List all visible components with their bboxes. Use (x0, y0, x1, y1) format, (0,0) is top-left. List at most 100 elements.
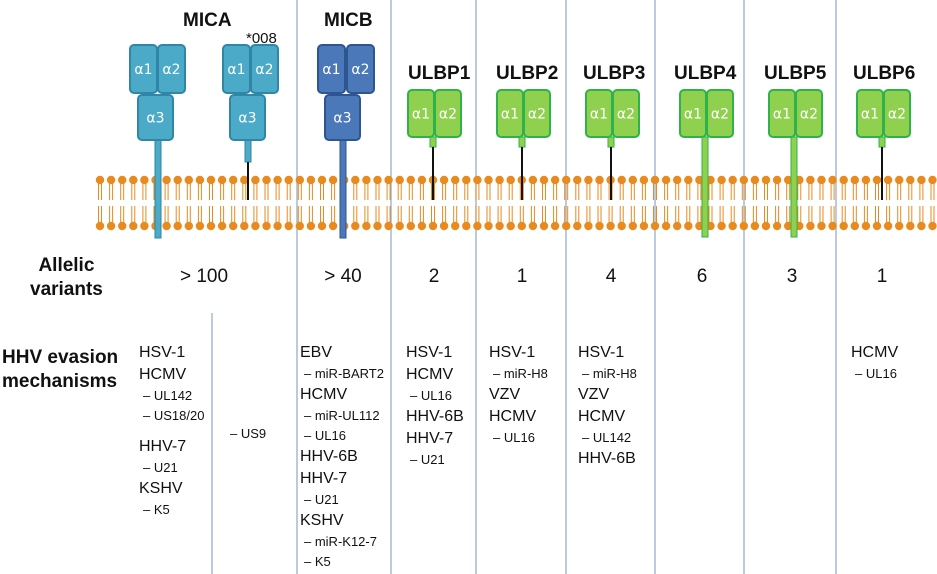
lipid-head (118, 221, 127, 231)
mechanism-virus: HHV-7 (406, 430, 454, 447)
lipid-head (806, 221, 815, 231)
lipid-head (206, 175, 216, 185)
lipid-head (173, 221, 182, 231)
mechanism-virus: HHV-6B (578, 450, 636, 467)
ulbp6-alpha2-domain-label: α2 (888, 107, 906, 123)
mechanism-virus: HSV-1 (139, 344, 186, 361)
lipid-head (573, 221, 582, 231)
lipid-head (328, 221, 338, 231)
lipid-head (106, 221, 116, 231)
allelic-variants-label: Allelic variants (30, 255, 103, 300)
lipid-head (828, 221, 837, 231)
lipid-head (872, 175, 882, 185)
lipid-head (95, 175, 105, 185)
ulbp4-alpha2-domain (706, 89, 734, 138)
mechanism-virus: HSV-1 (578, 344, 625, 361)
mica-alpha2-domain (157, 44, 186, 94)
ulbp5-alpha1-domain-label: α1 (773, 107, 791, 123)
micb-transmembrane (339, 139, 347, 239)
lipid-head (684, 175, 693, 185)
mica-008-label: *008 (246, 30, 277, 47)
lipid-head (684, 221, 693, 231)
lipid-head (229, 175, 238, 185)
ulbp1-alpha2-domain-label: α2 (439, 107, 457, 123)
mica-alpha3-domain-label: α3 (146, 111, 164, 127)
ulbp6-alpha2-domain (883, 89, 911, 138)
mechanism-subitem: – US18/20 (143, 408, 205, 423)
lipid-head (395, 221, 404, 231)
mechanism-subitem: – UL16 (855, 366, 897, 381)
ulbp2-alpha2-domain (523, 89, 551, 138)
lipid-head (906, 175, 915, 185)
lipid-head (828, 175, 837, 185)
lipid-head (895, 175, 904, 185)
ulbp4-label: ULBP4 (674, 63, 737, 84)
lipid-head (784, 221, 793, 231)
lipid-head (562, 175, 571, 185)
lipid-head (306, 221, 316, 231)
lipid-head (539, 221, 549, 231)
lipid-head (528, 221, 538, 231)
lipid-head (317, 221, 327, 231)
mechanism-virus: HHV-6B (300, 448, 358, 465)
lipid-head (617, 175, 626, 185)
mechanism-subitem: – UL142 (582, 430, 632, 445)
lipid-head (506, 221, 515, 231)
mechanism-virus: VZV (578, 386, 610, 403)
lipid-head (495, 175, 504, 185)
mechanism-virus: HHV-7 (139, 438, 187, 455)
ulbp3-alpha2-domain-label: α2 (617, 107, 635, 123)
lipid-head (384, 175, 393, 185)
ulbp4-alpha2-domain-label: α2 (711, 107, 729, 123)
micb-alpha3-domain (324, 94, 361, 141)
mica008-stalk (244, 139, 252, 163)
ulbp6-stalk (878, 136, 886, 148)
lipid-head (240, 221, 249, 231)
ulbp1-stalk (429, 136, 437, 148)
lipid-head (917, 175, 926, 185)
lipid-head (129, 221, 138, 231)
lipid-head (484, 221, 493, 231)
lipid-head (262, 221, 271, 231)
lipid-head (761, 221, 771, 231)
mica-label: MICA (183, 10, 232, 31)
lipid-head (118, 175, 127, 185)
lipid-head (817, 221, 826, 231)
lipid-head (428, 221, 438, 231)
mechanism-subitem: – UL16 (304, 428, 346, 443)
lipid-head (229, 221, 238, 231)
lipid-head (217, 221, 227, 231)
lipid-head (351, 175, 360, 185)
lipid-head (406, 175, 415, 185)
micb-label: MICB (324, 10, 373, 31)
lipid-head (351, 221, 360, 231)
lipid-head (451, 175, 460, 185)
lipid-head (95, 221, 105, 231)
lipid-head (772, 221, 782, 231)
mica008-alpha3-domain (229, 94, 266, 141)
lipid-head (917, 221, 926, 231)
lipid-head (506, 175, 515, 185)
lipid-head (195, 221, 205, 231)
mechanism-subitem: – miR-H8 (493, 366, 548, 381)
lipid-head (628, 221, 637, 231)
ulbp3-alpha2-domain (612, 89, 640, 138)
ulbp1-alpha2-domain (434, 89, 462, 138)
lipid-head (273, 221, 282, 231)
lipid-head (928, 175, 937, 185)
mechanism-virus: HHV-6B (406, 408, 464, 425)
lipid-head (484, 175, 493, 185)
ulbp1-variants: 2 (428, 266, 440, 287)
mechanism-subitem: – US9 (230, 426, 267, 441)
lipid-head (784, 175, 793, 185)
lipid-head (217, 175, 227, 185)
mica-alpha1-domain-label: α1 (134, 62, 152, 78)
mechanism-subitem: – UL16 (493, 430, 535, 445)
lipid-head (251, 175, 260, 185)
lipid-head (240, 175, 249, 185)
lipid-head (850, 175, 859, 185)
ulbp1-label: ULBP1 (408, 63, 471, 84)
